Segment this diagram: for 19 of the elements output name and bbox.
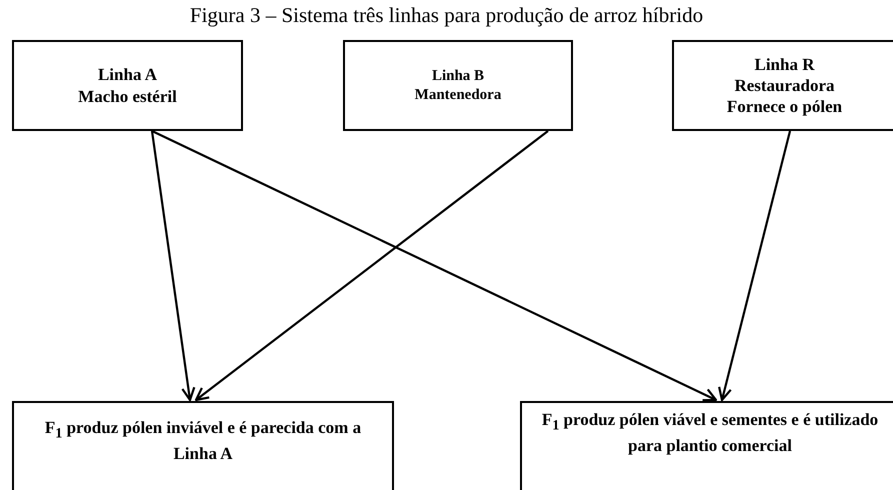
arrow — [194, 130, 549, 402]
process-box — [343, 40, 573, 131]
box-text: Fornece o pólen — [726, 96, 842, 118]
box-text: F$_{1}$ produz pólen viável e sementes e é utilizado para plantio comercial — [540, 409, 880, 456]
process-box — [672, 40, 893, 131]
arrow — [150, 130, 196, 402]
box-text: Linha B — [432, 66, 484, 86]
arrow — [718, 130, 792, 402]
figure-title: Figura 3 – Sistema três linhas para produção de arroz híbrido — [190, 3, 704, 27]
box-text: Restauradora — [734, 74, 835, 96]
box-text: Mantenedora — [414, 86, 502, 104]
process-box — [12, 401, 394, 490]
box-text: Linha R — [754, 54, 814, 75]
arrow — [152, 130, 718, 402]
process-box — [12, 40, 243, 131]
box-text: Linha A — [98, 64, 158, 86]
box-text: F$_{1}$ produz pólen inviável e é parecida com a Linha A — [44, 417, 362, 464]
box-text: Macho estéril — [78, 86, 177, 107]
process-box — [520, 401, 893, 490]
